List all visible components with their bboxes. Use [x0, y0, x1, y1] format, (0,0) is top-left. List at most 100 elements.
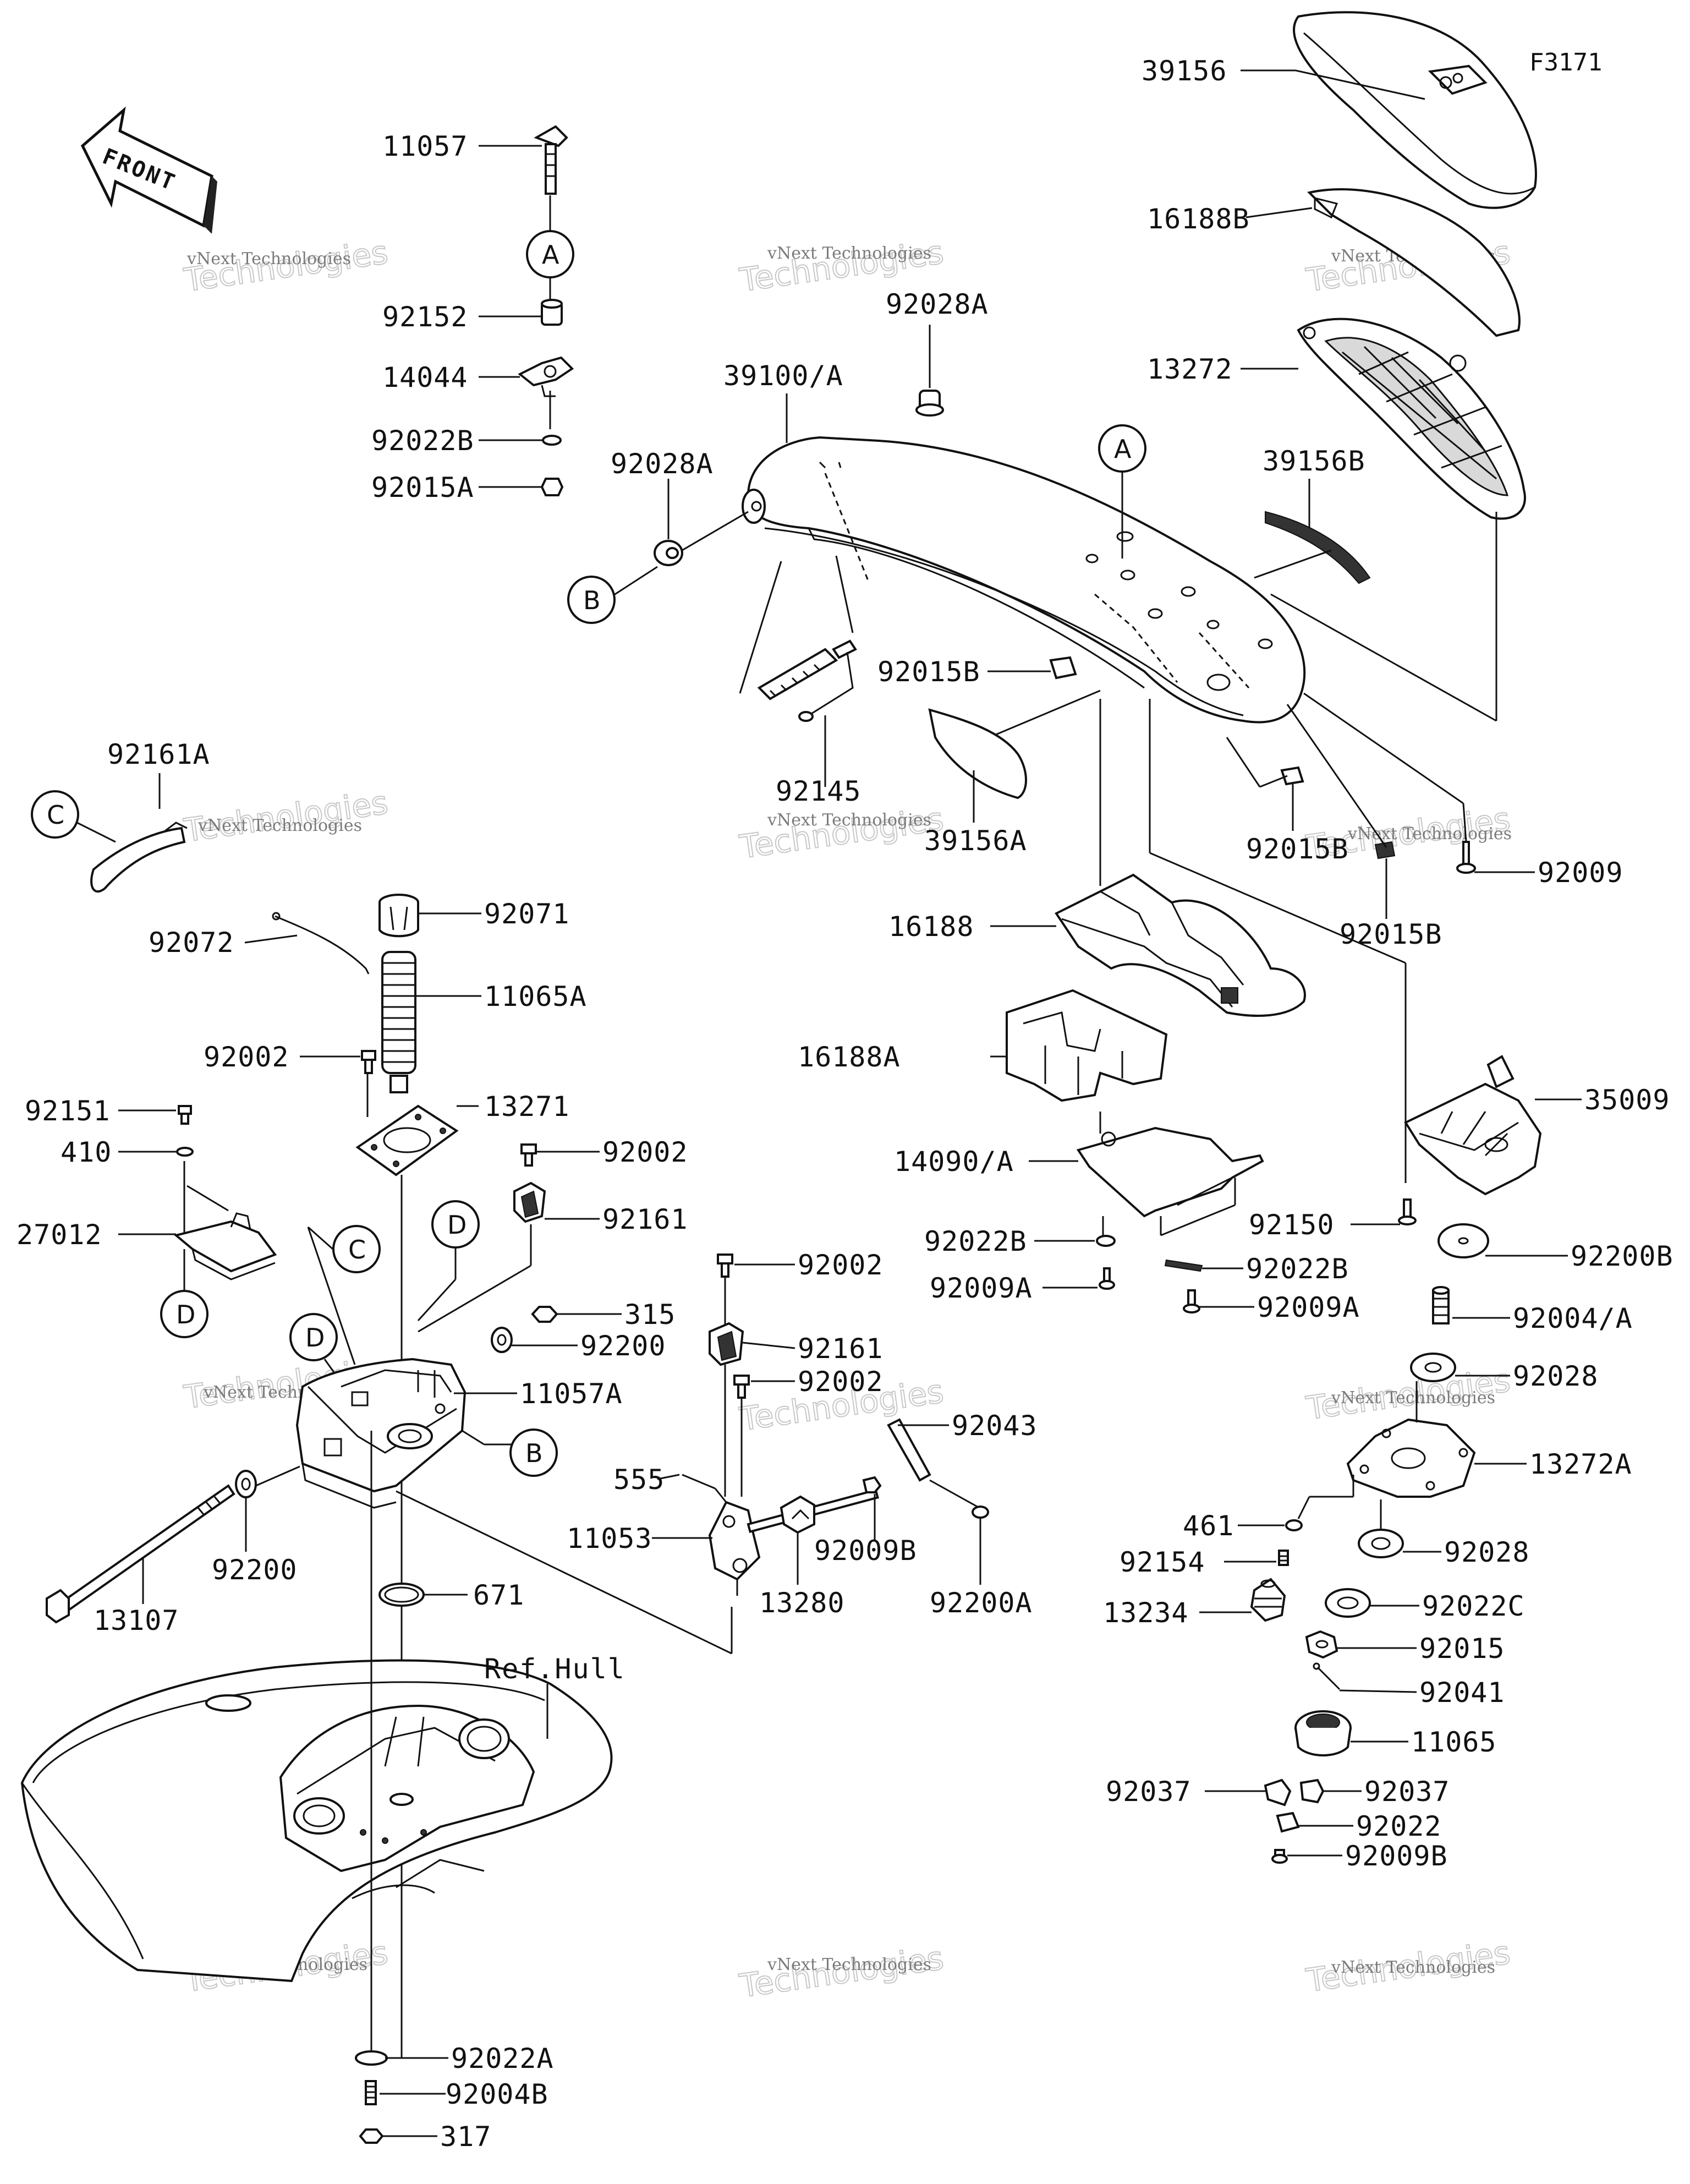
nut-92015A-icon — [540, 478, 564, 496]
watermark-big: Technologies — [737, 800, 946, 866]
label-92161-b: 92161 — [798, 1333, 884, 1365]
callout-b-left: B — [567, 576, 616, 624]
label-39156: 39156 — [1142, 55, 1227, 87]
svg-text:D: D — [176, 1300, 195, 1329]
pad-16188A-icon — [1006, 989, 1168, 1102]
svg-text:D: D — [305, 1323, 325, 1353]
label-14090A: 14090/A — [894, 1146, 1014, 1178]
label-92015B-right: 92015B — [1246, 833, 1349, 865]
label-92154: 92154 — [1120, 1546, 1205, 1578]
grommet-92028A-left-icon — [654, 540, 683, 566]
label-92002-b: 92002 — [602, 1136, 688, 1168]
watermark-small: vNext Technologies — [767, 244, 931, 263]
label-92009A-a: 92009A — [930, 1272, 1033, 1304]
label-13271: 13271 — [484, 1091, 570, 1123]
nut-317-icon — [359, 2128, 384, 2144]
figure-code: F3171 — [1529, 48, 1602, 76]
top-left-fastener-stack: 11057 A 92152 14044 92022B 92 — [371, 125, 574, 503]
screw-92009B-b-icon — [1271, 1849, 1288, 1864]
label-39100A: 39100/A — [723, 360, 843, 392]
bracket-92161-b-icon — [709, 1322, 744, 1366]
callout-d-upper: D — [431, 1200, 480, 1249]
watermark-small: vNext Technologies — [1347, 824, 1512, 844]
handle-92145-icon — [757, 639, 857, 722]
label-92009: 92009 — [1538, 857, 1623, 889]
stud-92004A-icon — [1432, 1286, 1450, 1324]
bolt-13107-icon — [46, 1484, 235, 1624]
svg-text:B: B — [525, 1438, 543, 1468]
label-92037-a: 92037 — [1106, 1776, 1192, 1808]
screw-92009A-a-icon — [1099, 1267, 1115, 1290]
tie-92072-icon — [272, 912, 370, 975]
watermark-small: vNext Technologies — [197, 816, 362, 835]
label-27012: 27012 — [17, 1219, 102, 1251]
label-13272A: 13272A — [1529, 1448, 1632, 1480]
label-92022C: 92022C — [1422, 1590, 1525, 1622]
label-92009B-b: 92009B — [1345, 1840, 1448, 1872]
pin-92041-icon — [1313, 1662, 1341, 1690]
label-92200B: 92200B — [1571, 1240, 1673, 1272]
bolt-11057-icon — [534, 125, 568, 195]
screw-92009-icon — [1456, 841, 1476, 874]
label-92015: 92015 — [1419, 1633, 1505, 1665]
pin-555-icon — [682, 1474, 716, 1490]
label-11057: 11057 — [382, 130, 468, 162]
pad-39156A-icon — [928, 708, 1027, 800]
watermark-small: vNext Technologies — [767, 811, 931, 830]
label-13234: 13234 — [1103, 1597, 1189, 1629]
callout-d-left: D — [160, 1290, 208, 1338]
svg-text:A: A — [542, 240, 559, 270]
label-92037-b: 92037 — [1364, 1776, 1450, 1808]
callout-c-housing: C — [332, 1225, 381, 1273]
mount-35009-icon — [1404, 1055, 1542, 1196]
label-16188: 16188 — [888, 911, 974, 943]
clip-92015B-right2-icon — [1374, 841, 1396, 860]
nut-315-icon — [531, 1306, 558, 1323]
label-92161-a: 92161 — [602, 1203, 688, 1235]
deck-39100A-icon — [742, 436, 1306, 724]
clip-14044-icon — [518, 356, 574, 397]
washer-92028-b-icon — [1358, 1529, 1404, 1558]
washer-410-icon — [176, 1147, 194, 1157]
label-92004B: 92004B — [446, 2078, 548, 2110]
screw-92009A-b-icon — [1183, 1289, 1200, 1313]
label-92022A: 92022A — [451, 2043, 554, 2074]
svg-text:A: A — [1114, 434, 1132, 464]
label-315: 315 — [624, 1299, 676, 1331]
label-92200-b: 92200 — [212, 1554, 298, 1586]
label-35009: 35009 — [1584, 1084, 1670, 1116]
washer-92022B-mid-icon — [1096, 1235, 1116, 1247]
clip-92015B-right-icon — [1280, 766, 1304, 786]
label-317: 317 — [440, 2121, 491, 2153]
bolt-92002-c-icon — [717, 1254, 733, 1278]
label-92028-b: 92028 — [1444, 1536, 1530, 1568]
callout-a-top: A — [526, 230, 574, 278]
clip-92037-a-icon — [1264, 1778, 1292, 1807]
label-92028-a: 92028 — [1513, 1360, 1599, 1392]
label-11065: 11065 — [1411, 1726, 1497, 1758]
label-92015A: 92015A — [371, 472, 474, 503]
plate-14090A-icon — [1076, 1126, 1264, 1218]
label-92022B-mid2: 92022B — [1246, 1253, 1349, 1285]
label-92151: 92151 — [25, 1095, 111, 1127]
clip-92015B-mid-icon — [1049, 656, 1077, 680]
ref-hull-label: Ref.Hull — [484, 1653, 625, 1685]
label-92152: 92152 — [382, 301, 468, 333]
clip-92037-b-icon — [1299, 1778, 1325, 1804]
label-39156B: 39156B — [1263, 445, 1365, 477]
callout-d-housing: D — [289, 1313, 338, 1361]
label-555: 555 — [613, 1464, 665, 1496]
cover-39156-icon — [1293, 11, 1537, 209]
clamp-27012-icon — [173, 1212, 277, 1280]
callout-c-top: C — [31, 790, 79, 839]
label-11057A: 11057A — [520, 1378, 623, 1410]
label-92200-a: 92200 — [580, 1330, 666, 1362]
bolt-92002-b-icon — [520, 1143, 537, 1167]
label-92072: 92072 — [149, 927, 234, 959]
label-92022B-top: 92022B — [371, 425, 474, 457]
label-92009A-b: 92009A — [1257, 1291, 1360, 1323]
label-13107: 13107 — [94, 1605, 179, 1636]
strip-39156B-icon — [1265, 511, 1371, 584]
front-arrow-icon: FRONT — [80, 106, 217, 234]
label-92015B-right2: 92015B — [1340, 918, 1442, 950]
